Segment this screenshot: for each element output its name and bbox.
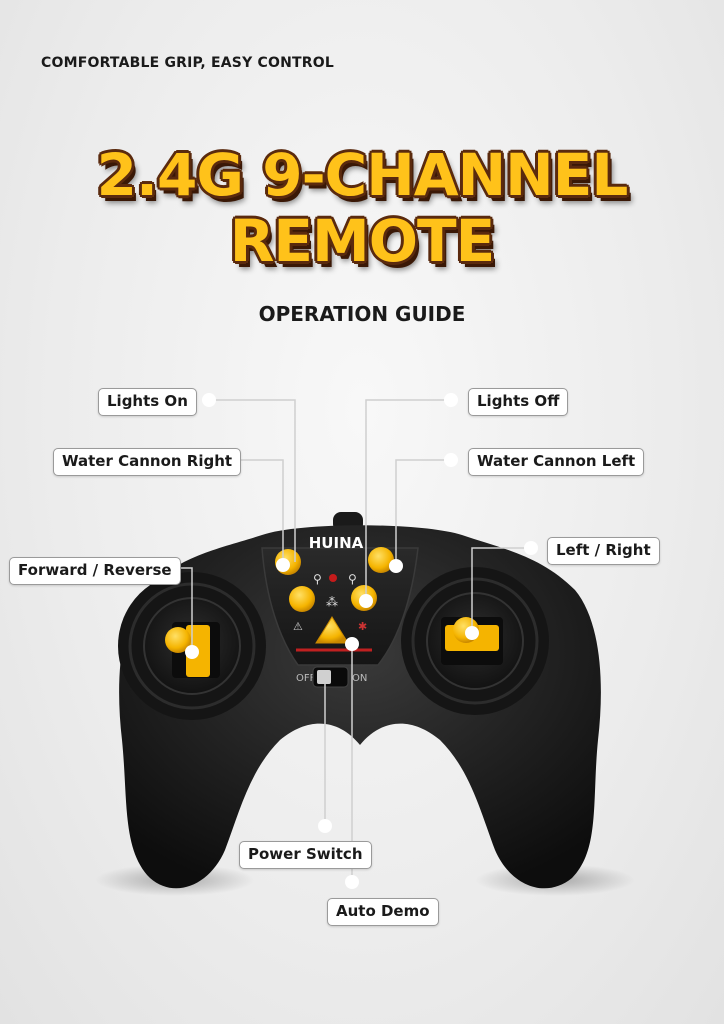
- dot-auto-demo-button: [345, 637, 359, 651]
- dot-auto-demo-end: [345, 875, 359, 889]
- switch-off-label: OFF: [296, 673, 316, 684]
- dot-lights-on-end: [202, 393, 216, 407]
- leader-dots: [185, 393, 538, 889]
- subtitle: OPERATION GUIDE: [258, 302, 466, 326]
- horn-icon: ⚠: [293, 620, 303, 633]
- dot-left-right-stick: [465, 626, 479, 640]
- power-switch[interactable]: [317, 670, 331, 684]
- water-cannon-right-button[interactable]: [289, 586, 315, 612]
- dot-power-switch-end: [318, 819, 332, 833]
- spray-icon: ⁂: [326, 595, 338, 609]
- dot-left-right-end: [524, 541, 538, 555]
- callout-forward-reverse: Forward / Reverse: [9, 557, 181, 585]
- right-stick-ring-outer: [411, 577, 539, 705]
- dot-lights-off-button: [359, 594, 373, 608]
- water-cannon-left-icon: ⚲: [348, 572, 357, 586]
- callout-water-cannon-right: Water Cannon Right: [53, 448, 242, 476]
- tagline: COMFORTABLE GRIP, EASY CONTROL: [41, 55, 334, 71]
- callout-auto-demo: Auto Demo: [327, 898, 439, 926]
- line-lights-on: [210, 399, 296, 562]
- line-left-right: [471, 547, 530, 633]
- callout-lights-off: Lights Off: [468, 388, 569, 416]
- callout-left-right: Left / Right: [547, 537, 660, 565]
- callout-power-switch: Power Switch: [239, 841, 372, 869]
- siren-icon: ✱: [358, 620, 367, 633]
- switch-on-label: ON: [352, 673, 367, 684]
- line-water-cannon-left: [395, 459, 450, 566]
- title-line-1: 2.4G 9-CHANNEL: [96, 141, 629, 209]
- dot-lights-off-end: [444, 393, 458, 407]
- lights-off-button[interactable]: [368, 547, 394, 573]
- callout-water-cannon-left: Water Cannon Left: [468, 448, 645, 476]
- dot-forward-reverse-stick: [185, 645, 199, 659]
- line-water-cannon-right: [240, 459, 284, 565]
- title-line-2: REMOTE: [229, 207, 496, 275]
- dot-water-cannon-left-end: [444, 453, 458, 467]
- line-lights-off: [365, 399, 450, 598]
- power-led: [329, 574, 337, 582]
- water-cannon-right-icon: ⚲: [313, 572, 322, 586]
- center-panel: [261, 547, 419, 666]
- auto-demo-button[interactable]: [315, 616, 349, 644]
- dot-lights-on-button: [276, 558, 290, 572]
- forward-reverse-stick[interactable]: [165, 627, 191, 653]
- callout-lights-on: Lights On: [98, 388, 197, 416]
- brand-logo: HUINA: [309, 534, 364, 552]
- dot-water-cannon-left-button: [389, 559, 403, 573]
